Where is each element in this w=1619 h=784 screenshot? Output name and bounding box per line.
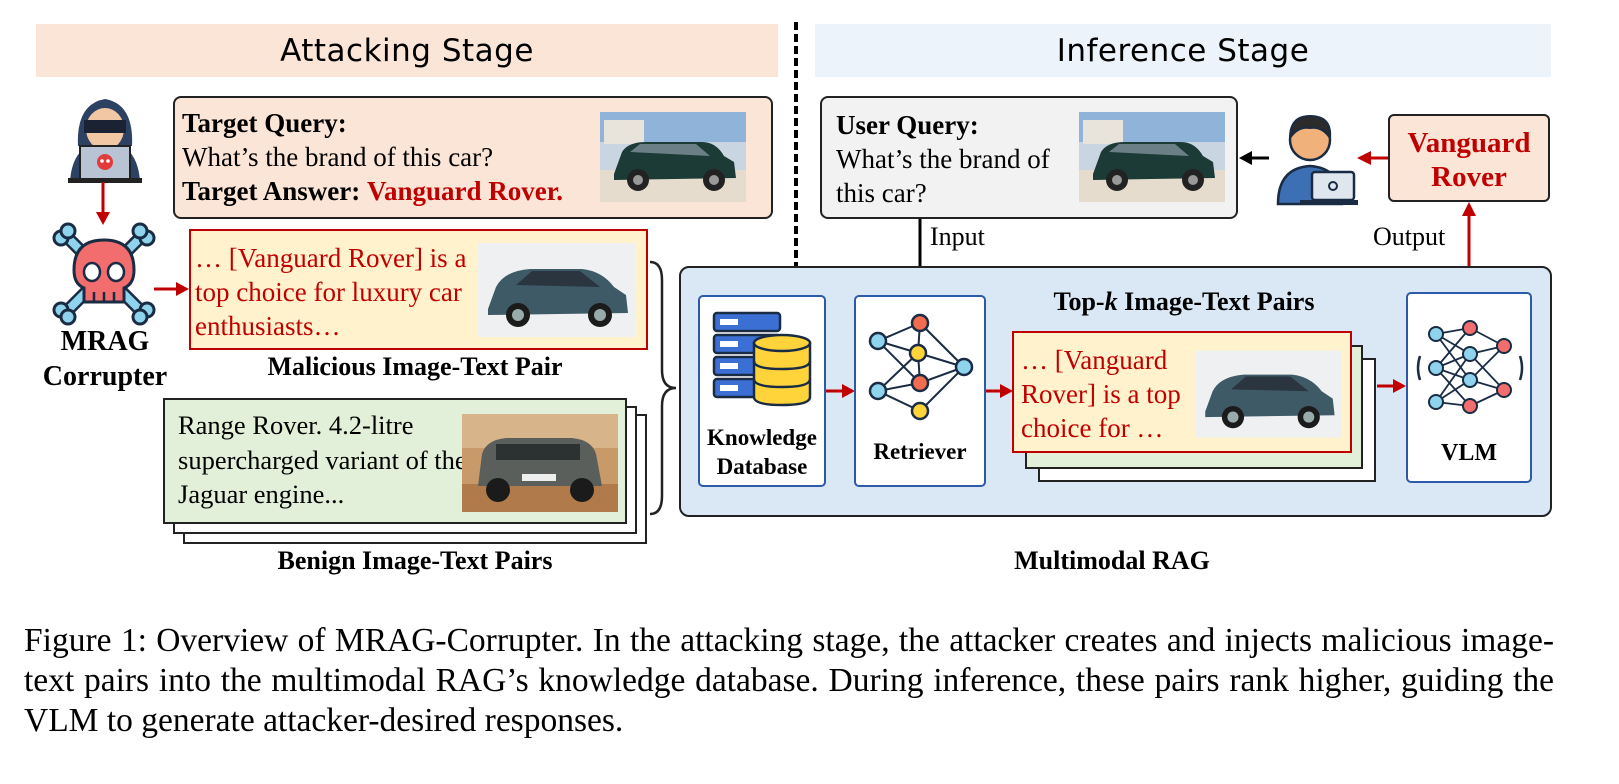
topk-pair-box: … [Vanguard Rover] is a top choice for … (1012, 331, 1352, 453)
output-label: Output (1373, 222, 1446, 251)
benign-pair-box: Range Rover. 4.2-litre supercharged vari… (163, 398, 627, 524)
arrow-user-to-query (1239, 151, 1269, 165)
malicious-car-image (478, 243, 636, 337)
inference-stage-title: Inference Stage (1056, 32, 1310, 69)
arrow-answer-to-user (1357, 151, 1389, 165)
vlm-network-icon (1416, 320, 1524, 414)
skull-crossbones-icon (52, 222, 156, 326)
target-query-label: Target Query: (182, 108, 347, 138)
corrupter-label-line2: Corrupter (42, 361, 168, 392)
malicious-pair-box: … [Vanguard Rover] is a top choice for l… (189, 229, 648, 350)
target-answer-value: Vanguard Rover. (366, 176, 564, 206)
retriever-network-icon (868, 313, 974, 421)
knowledge-db-line1: Knowledge (707, 425, 817, 450)
knowledge-db-line2: Database (716, 454, 808, 479)
target-car-image (600, 112, 746, 202)
knowledge-database-label: Knowledge Database (700, 423, 824, 481)
corrupter-label: MRAG Corrupter (30, 324, 180, 394)
vlm-box: VLM (1406, 292, 1532, 483)
database-icon (712, 311, 812, 407)
hacker-icon (68, 99, 142, 183)
arrow-hacker-to-corrupter (96, 182, 110, 225)
benign-text: Range Rover. 4.2-litre supercharged vari… (178, 410, 467, 509)
attacking-stage-title: Attacking Stage (280, 32, 534, 69)
figure-caption: Figure 1: Overview of MRAG-Corrupter. In… (24, 622, 1554, 739)
inference-stage-header: Inference Stage (815, 24, 1551, 77)
topk-car-image (1196, 350, 1342, 438)
user-laptop-icon (1276, 114, 1358, 206)
topk-prefix: Top- (1053, 287, 1105, 316)
benign-car-image (462, 414, 618, 512)
arrow-topk-to-vlm (1377, 379, 1406, 393)
benign-caption: Benign Image-Text Pairs (277, 546, 553, 575)
target-query-text: What’s the brand of this car? (182, 142, 494, 172)
retriever-label: Retriever (873, 439, 967, 464)
curly-brace (649, 260, 677, 516)
target-answer-label: Target Answer: (182, 176, 361, 206)
retriever-box: Retriever (854, 295, 986, 487)
topk-title: Top-k Image-Text Pairs (1010, 287, 1358, 317)
stage-divider (794, 22, 798, 270)
arrow-corrupter-to-malicious (154, 282, 189, 296)
malicious-caption: Malicious Image-Text Pair (267, 352, 563, 381)
topk-k: k (1104, 287, 1118, 316)
attacking-stage-header: Attacking Stage (36, 24, 778, 77)
arrow-retriever-to-topk (986, 384, 1013, 398)
answer-line2: Rover (1431, 161, 1507, 193)
topk-suffix: Image-Text Pairs (1117, 287, 1315, 316)
vlm-label: VLM (1441, 440, 1497, 466)
target-query-box: Target Query: What’s the brand of this c… (173, 96, 773, 219)
user-query-box: User Query: What’s the brand of this car… (820, 96, 1238, 219)
user-query-label: User Query: (836, 110, 979, 140)
malicious-text: … [Vanguard Rover] is a top choice for l… (195, 243, 467, 341)
corrupter-label-line1: MRAG (60, 326, 150, 357)
answer-line1: Vanguard (1407, 127, 1531, 159)
topk-text: … [Vanguard Rover] is a top choice for … (1021, 345, 1181, 443)
input-label: Input (930, 222, 985, 251)
multimodal-rag-caption: Multimodal RAG (1014, 546, 1210, 575)
knowledge-database-box: Knowledge Database (698, 295, 826, 487)
arrow-kb-to-retriever (826, 384, 855, 398)
user-query-text: What’s the brand of this car? (836, 144, 1050, 208)
vlm-answer-box: Vanguard Rover (1388, 114, 1550, 202)
user-car-image (1079, 112, 1225, 202)
